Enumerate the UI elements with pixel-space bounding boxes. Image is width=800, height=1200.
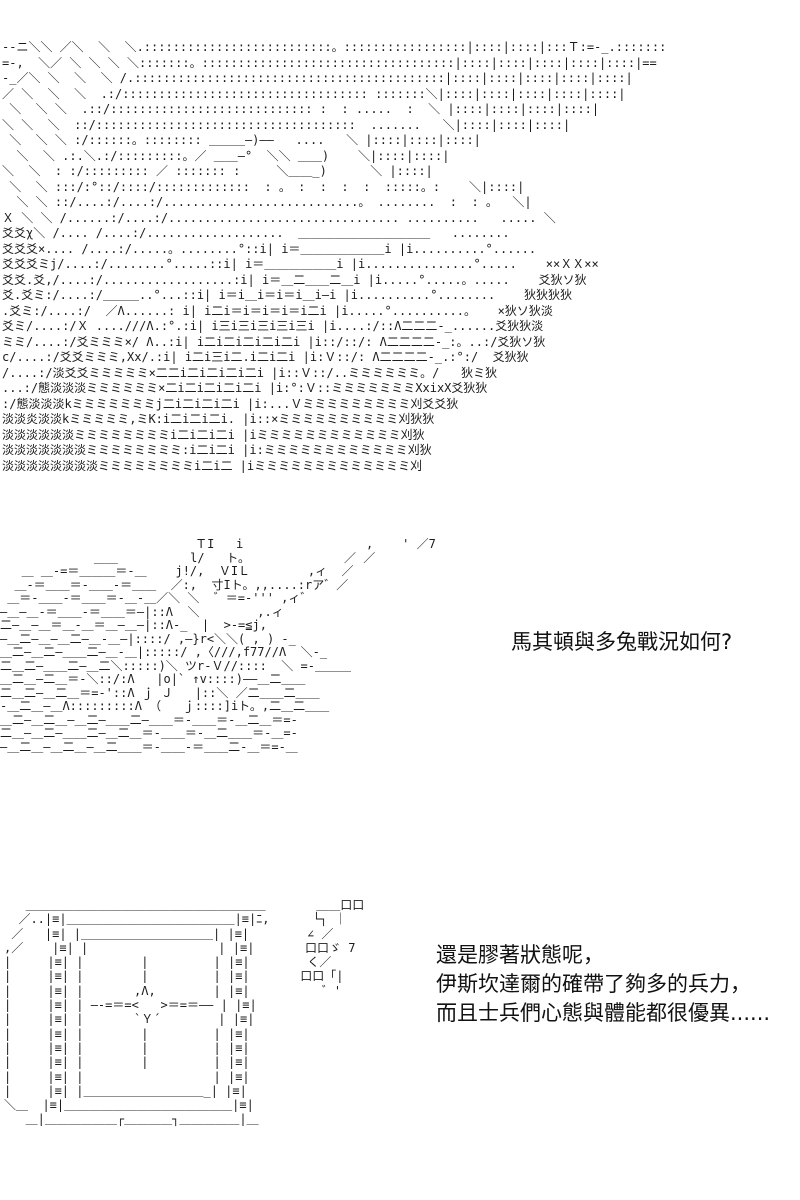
dialogue-answer: 還是膠著狀態呢， 伊斯坎達爾的確帶了夠多的兵力， 而且士兵們心態與體能都很優異.… xyxy=(436,941,770,1028)
rider-figure-ascii-art: ＴI i , ' ／7 ＿＿ l/ ト。 ／ ／ ＿ ＿-=＝＿＿＿＝-＿ j!… xyxy=(0,537,436,754)
dialogue-answer-line-2: 伊斯坎達爾的確帶了夠多的兵力， xyxy=(436,972,751,996)
television-ascii-art: ＿＿＿＿＿＿＿＿＿＿＿＿＿＿＿＿＿＿＿＿ ＿＿口口 ／..|≡|＿＿＿＿＿＿＿＿… xyxy=(4,898,365,1127)
dialogue-answer-line-1: 還是膠著狀態呢， xyxy=(436,943,604,967)
dialogue-question: 馬其頓與多兔戰況如何? xyxy=(511,630,733,654)
battlefield-ascii-art: --ニ＼＼ ／＼ ＼ ＼.::::::::::::::::::::::::::。… xyxy=(2,40,667,473)
dialogue-answer-line-3: 而且士兵們心態與體能都很優異...... xyxy=(436,1001,771,1025)
